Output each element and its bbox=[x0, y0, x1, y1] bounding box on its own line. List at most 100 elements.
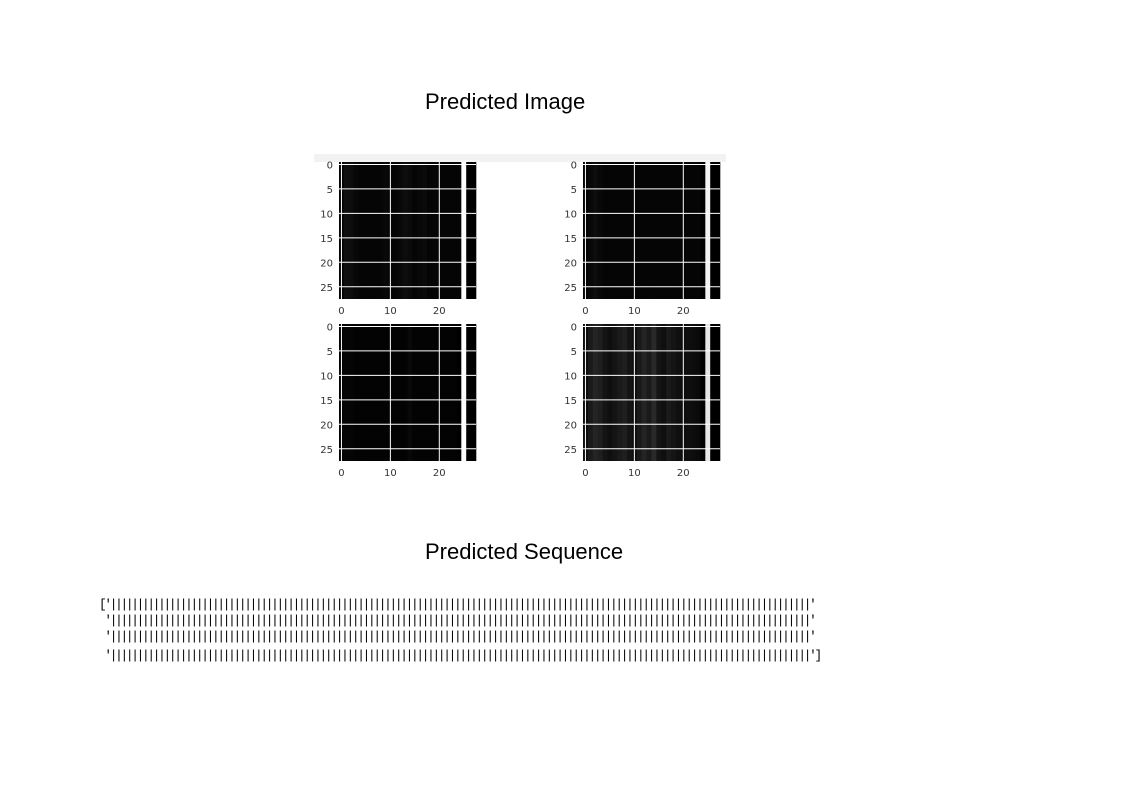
heatmap-column-4 bbox=[358, 162, 364, 299]
heatmap-column-14 bbox=[407, 324, 413, 461]
heatmap-column-11 bbox=[392, 324, 399, 461]
heatmap-column-7 bbox=[373, 324, 379, 461]
heatmap-column-11 bbox=[636, 324, 643, 461]
y-tick-label-10: 10 bbox=[564, 371, 577, 382]
heatmap-column-27 bbox=[715, 162, 721, 299]
heatmap-column-22 bbox=[690, 162, 696, 299]
y-tick-label-5: 5 bbox=[571, 347, 577, 358]
heatmap-column-16 bbox=[417, 324, 423, 461]
heatmap-column-7 bbox=[617, 324, 623, 461]
y-tick-label-25: 25 bbox=[320, 283, 333, 294]
y-tick-label-25: 25 bbox=[564, 283, 577, 294]
y-tick-label-10: 10 bbox=[320, 209, 333, 220]
heatmap-column-9 bbox=[627, 162, 633, 299]
heatmap-column-17 bbox=[422, 162, 428, 299]
y-tick-label-5: 5 bbox=[327, 185, 333, 196]
x-tick-label-20: 20 bbox=[677, 306, 690, 317]
heatmap-column-15 bbox=[412, 162, 418, 299]
heatmap-column-16 bbox=[417, 162, 423, 299]
y-tick-label-15: 15 bbox=[564, 234, 577, 245]
heatmap-column-14 bbox=[651, 162, 657, 299]
heatmap-column-23 bbox=[695, 324, 701, 461]
figure-top-strip bbox=[314, 154, 726, 162]
heatmap-column-21 bbox=[441, 324, 447, 461]
heatmap-column-24 bbox=[456, 162, 462, 299]
y-tick-label-0: 0 bbox=[327, 322, 333, 333]
x-tick-label-0: 0 bbox=[338, 468, 344, 479]
heatmap-column-19 bbox=[675, 324, 682, 461]
heatmap-column-16 bbox=[661, 162, 667, 299]
heatmap-column-5 bbox=[607, 324, 613, 461]
heatmap-column-26 bbox=[466, 162, 472, 299]
heatmap-column-14 bbox=[651, 324, 657, 461]
heatmap-column-9 bbox=[627, 324, 633, 461]
heatmap-column-26 bbox=[710, 324, 716, 461]
heatmap-column-8 bbox=[378, 324, 384, 461]
heatmap-column-5 bbox=[607, 162, 613, 299]
heatmap-column-2 bbox=[592, 324, 598, 461]
heatmap-column-3 bbox=[353, 324, 359, 461]
heatmap-column-24 bbox=[700, 162, 706, 299]
heatmap-column-3 bbox=[597, 162, 603, 299]
heatmap-column-8 bbox=[378, 162, 384, 299]
heatmap-column-12 bbox=[397, 324, 403, 461]
x-tick-label-0: 0 bbox=[338, 306, 344, 317]
heatmap-column-6 bbox=[612, 324, 618, 461]
y-tick-label-20: 20 bbox=[564, 420, 577, 431]
heatmap-column-6 bbox=[368, 324, 374, 461]
heatmap-column-25 bbox=[705, 162, 711, 299]
sequence-line-3: '|||||||||||||||||||||||||||||||||||||||… bbox=[99, 629, 816, 644]
heatmap-column-17 bbox=[666, 324, 672, 461]
heatmap-column-2 bbox=[348, 162, 354, 299]
heatmap-column-23 bbox=[451, 162, 457, 299]
y-tick-label-15: 15 bbox=[320, 396, 333, 407]
heatmap-column-13 bbox=[402, 324, 408, 461]
heatmap-column-16 bbox=[661, 324, 667, 461]
heatmap-column-19 bbox=[675, 162, 682, 299]
x-tick-label-10: 10 bbox=[384, 306, 397, 317]
x-tick-label-20: 20 bbox=[433, 468, 446, 479]
heatmap-column-3 bbox=[597, 324, 603, 461]
heatmap-column-27 bbox=[471, 162, 477, 299]
heatmap-column-23 bbox=[451, 324, 457, 461]
heatmap-column-22 bbox=[446, 162, 452, 299]
heatmap-column-6 bbox=[612, 162, 618, 299]
heatmap-column-1 bbox=[343, 162, 350, 299]
heatmap-column-12 bbox=[397, 162, 403, 299]
heatmap-column-7 bbox=[617, 162, 623, 299]
heatmap-column-12 bbox=[641, 324, 647, 461]
heatmap-column-13 bbox=[646, 324, 652, 461]
x-tick-label-10: 10 bbox=[384, 468, 397, 479]
heatmap-column-22 bbox=[690, 324, 696, 461]
heatmap-column-25 bbox=[461, 324, 467, 461]
y-tick-label-0: 0 bbox=[327, 160, 333, 171]
y-tick-label-5: 5 bbox=[571, 185, 577, 196]
heatmap-column-25 bbox=[461, 162, 467, 299]
heatmap-column-6 bbox=[368, 162, 374, 299]
heatmap-column-11 bbox=[636, 162, 643, 299]
heatmap-column-27 bbox=[471, 324, 477, 461]
y-tick-label-0: 0 bbox=[571, 322, 577, 333]
y-tick-label-25: 25 bbox=[564, 445, 577, 456]
heatmap-column-9 bbox=[383, 162, 389, 299]
heatmap-column-9 bbox=[383, 324, 389, 461]
heatmap-column-2 bbox=[592, 162, 598, 299]
heatmap-column-15 bbox=[656, 324, 662, 461]
heatmap-column-4 bbox=[602, 324, 608, 461]
heatmap-column-17 bbox=[422, 324, 428, 461]
heatmap-column-17 bbox=[666, 162, 672, 299]
heatmap-column-23 bbox=[695, 162, 701, 299]
heatmap-column-24 bbox=[456, 324, 462, 461]
x-tick-label-10: 10 bbox=[628, 468, 641, 479]
heatmap-column-26 bbox=[466, 324, 472, 461]
y-tick-label-20: 20 bbox=[320, 258, 333, 269]
y-tick-label-20: 20 bbox=[320, 420, 333, 431]
y-tick-label-20: 20 bbox=[564, 258, 577, 269]
heatmap-column-21 bbox=[685, 324, 691, 461]
heatmap-column-5 bbox=[363, 162, 369, 299]
x-tick-label-0: 0 bbox=[582, 306, 588, 317]
heatmap-column-18 bbox=[427, 162, 433, 299]
heatmap-column-2 bbox=[348, 324, 354, 461]
